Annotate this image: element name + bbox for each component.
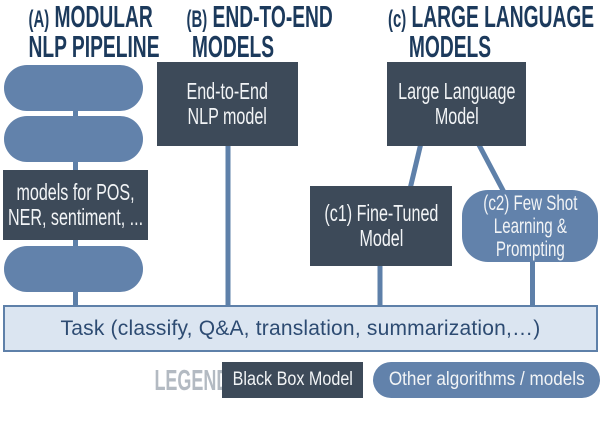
large-language-model-box: Large Language Model xyxy=(387,62,526,146)
pipeline-stage-pill-2 xyxy=(4,116,143,162)
connector-llm-few-shot xyxy=(475,141,509,198)
pipeline-stage-pill-3 xyxy=(4,246,143,292)
end-to-end-box-label: End-to-End NLP model xyxy=(186,78,269,129)
legend-other-label: Other algorithms / models xyxy=(388,369,585,390)
legend-other-algorithms-pill: Other algorithms / models xyxy=(373,362,600,398)
column-a-heading-line2: NLP PIPELINE xyxy=(28,29,160,64)
few-shot-prompting-pill: (c2) Few Shot Learning & Prompting xyxy=(462,190,598,262)
task-bar-label: Task (classify, Q&A, translation, summar… xyxy=(60,316,541,340)
column-b-heading-line1: (B) END-TO-END xyxy=(186,0,333,34)
llm-box-label: Large Language Model xyxy=(397,78,516,129)
legend-black-box-model: Black Box Model xyxy=(222,362,363,398)
column-b-heading: (B) END-TO-END MODELS xyxy=(186,0,333,64)
column-a-heading-prefix: (A) xyxy=(28,6,50,33)
few-shot-pill-label: (c2) Few Shot Learning & Prompting xyxy=(482,191,578,261)
legend-black-box-label: Black Box Model xyxy=(232,369,353,390)
fine-tuned-model-box: (c1) Fine-Tuned Model xyxy=(310,186,452,266)
column-a-heading: (A) MODULAR NLP PIPELINE xyxy=(28,0,160,64)
column-b-heading-line2: MODELS xyxy=(191,29,275,64)
fine-tuned-box-label: (c1) Fine-Tuned Model xyxy=(324,200,438,251)
models-box-label: models for POS, NER, sentiment, ... xyxy=(7,179,144,230)
task-bar: Task (classify, Q&A, translation, summar… xyxy=(3,305,598,352)
pipeline-stage-pill-1 xyxy=(4,65,143,111)
column-c-heading-line1: (c) LARGE LANGUAGE xyxy=(388,0,595,34)
end-to-end-model-box: End-to-End NLP model xyxy=(157,62,298,146)
models-for-pos-ner-box: models for POS, NER, sentiment, ... xyxy=(3,170,148,240)
column-b-heading-prefix: (B) xyxy=(186,6,208,33)
legend-label: LEGEND xyxy=(154,365,230,397)
connector-llm-fine-tuned xyxy=(407,142,424,190)
column-c-heading-prefix: (c) xyxy=(388,6,407,33)
column-c-heading: (c) LARGE LANGUAGE MODELS xyxy=(388,0,595,64)
column-a-heading-line1: (A) MODULAR xyxy=(28,0,153,34)
column-c-heading-line2: MODELS xyxy=(408,29,492,64)
